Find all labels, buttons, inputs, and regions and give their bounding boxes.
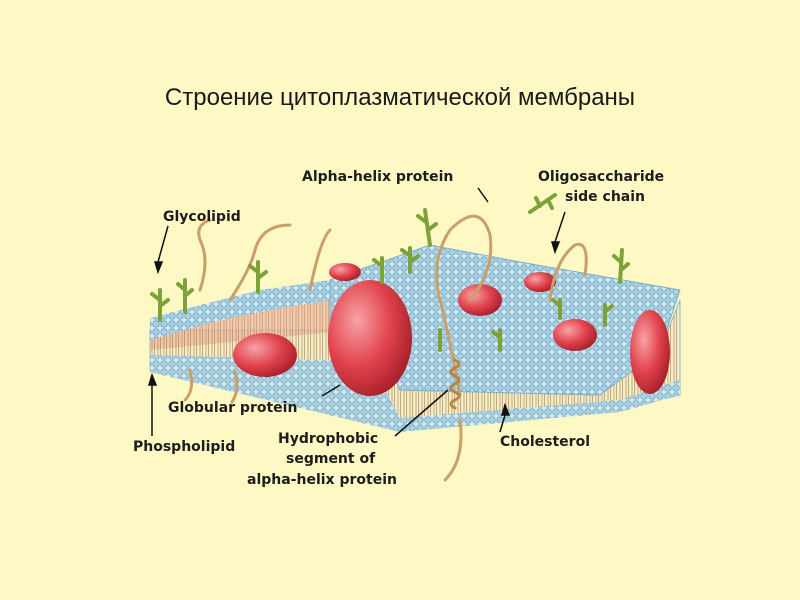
label-oligosaccharide-line1: Oligosaccharide [538, 169, 664, 185]
label-hydrophobic-line2: segment of [286, 451, 376, 467]
label-glycolipid: Glycolipid [163, 209, 241, 225]
membrane-left-strip [150, 280, 330, 350]
label-alpha-helix-protein: Alpha-helix protein [302, 169, 453, 185]
leader-lines [147, 187, 566, 437]
label-oligosaccharide-line2: side chain [565, 189, 645, 205]
label-hydrophobic-line3: alpha-helix protein [247, 472, 397, 488]
globular-proteins [233, 263, 670, 396]
label-phospholipid: Phospholipid [133, 439, 235, 455]
label-globular-protein: Globular protein [168, 400, 297, 416]
slide-title: Строение цитоплазматической мембраны [164, 84, 636, 111]
oligosaccharide-chains [150, 193, 630, 352]
label-hydrophobic-line1: Hydrophobic [278, 431, 378, 447]
label-cholesterol: Cholesterol [500, 434, 590, 450]
alpha-helix-chains [183, 214, 588, 482]
